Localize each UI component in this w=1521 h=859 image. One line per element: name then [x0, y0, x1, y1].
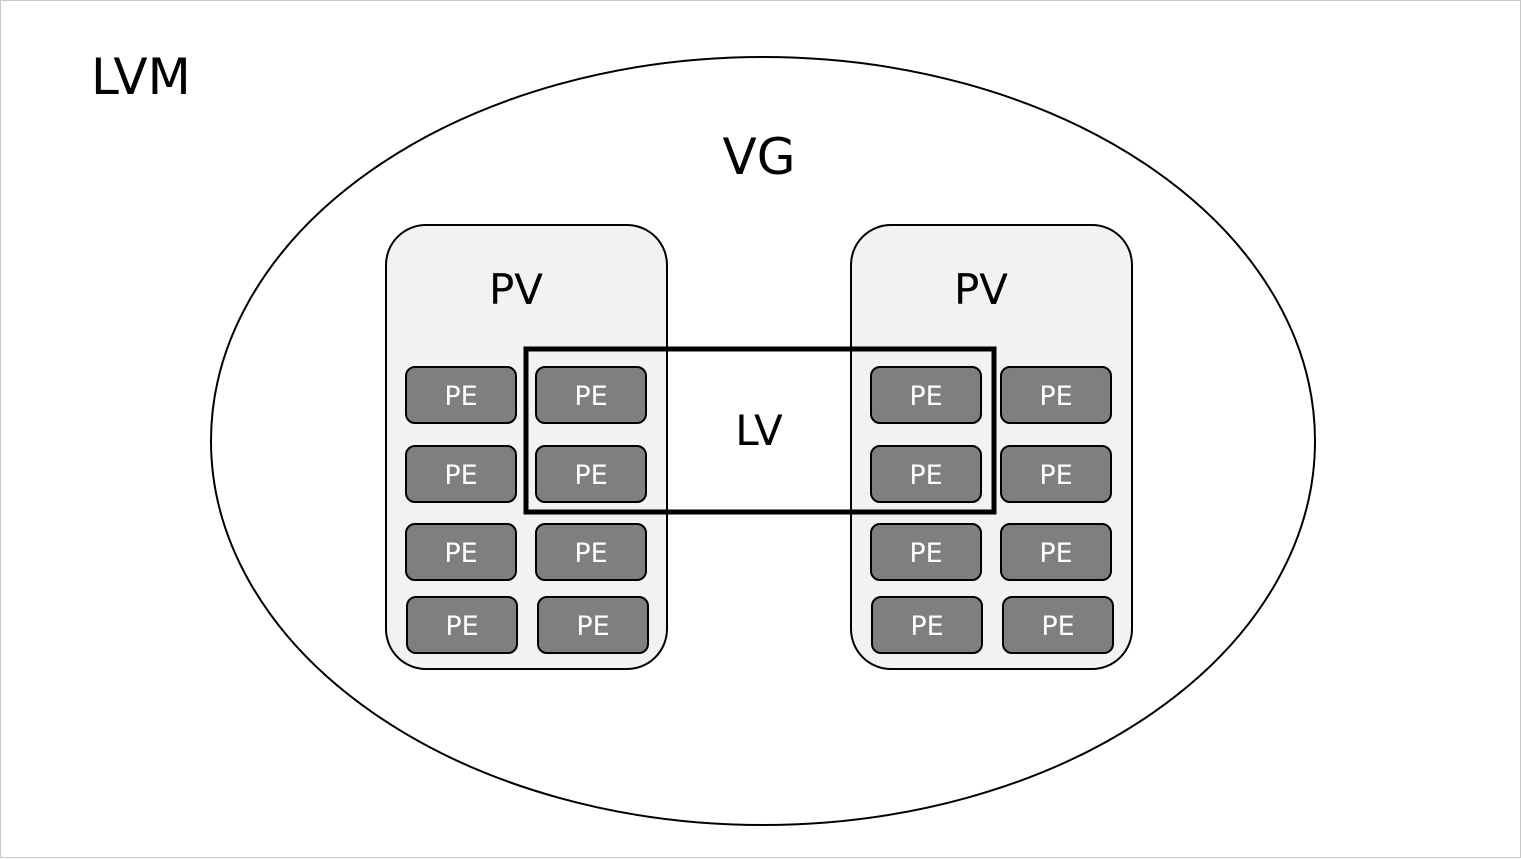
- pe-block: PE: [405, 445, 517, 503]
- lvm-title: LVM: [91, 48, 191, 106]
- pe-block: PE: [535, 523, 647, 581]
- pv-label: PV: [954, 265, 1008, 314]
- pe-rect: [405, 366, 517, 424]
- pe-rect: [535, 523, 647, 581]
- pe-label: PE: [1039, 538, 1072, 569]
- pe-rect: [1000, 523, 1112, 581]
- pe-label: PE: [574, 538, 607, 569]
- pe-rect: [535, 366, 647, 424]
- pe-label: PE: [1039, 460, 1072, 491]
- pe-block: PE: [870, 523, 982, 581]
- pe-label: PE: [1041, 611, 1074, 642]
- pe-rect: [405, 445, 517, 503]
- pe-rect: [1000, 366, 1112, 424]
- pe-block: PE: [535, 366, 647, 424]
- pe-block: PE: [871, 596, 983, 654]
- pe-block: PE: [1000, 366, 1112, 424]
- pe-rect: [870, 523, 982, 581]
- pv-label: PV: [489, 265, 543, 314]
- pe-label: PE: [574, 460, 607, 491]
- pe-label: PE: [444, 460, 477, 491]
- pe-label: PE: [910, 611, 943, 642]
- pe-block: PE: [1002, 596, 1114, 654]
- pe-label: PE: [576, 611, 609, 642]
- lv-outline: [523, 346, 997, 515]
- pe-rect: [405, 523, 517, 581]
- pe-block: PE: [405, 523, 517, 581]
- pe-block: PE: [870, 366, 982, 424]
- lv-label: LV: [735, 406, 783, 455]
- pe-block: PE: [1000, 445, 1112, 503]
- pe-label: PE: [909, 381, 942, 412]
- pe-label: PE: [909, 460, 942, 491]
- pe-block: PE: [537, 596, 649, 654]
- pe-label: PE: [574, 381, 607, 412]
- pe-rect: [1000, 445, 1112, 503]
- pe-rect: [537, 596, 649, 654]
- pe-label: PE: [1039, 381, 1072, 412]
- pe-rect: [1002, 596, 1114, 654]
- pe-block: PE: [1000, 523, 1112, 581]
- pe-layer: PE PE PE PE PE PE PE PE PE PE PE PE PE PE PE PE: [405, 366, 1114, 654]
- pe-rect: [870, 366, 982, 424]
- pe-rect: [406, 596, 518, 654]
- pe-label: PE: [909, 538, 942, 569]
- pe-block: PE: [535, 445, 647, 503]
- pe-rect: [870, 445, 982, 503]
- pe-block: PE: [870, 445, 982, 503]
- pe-rect: [871, 596, 983, 654]
- pe-rect: [535, 445, 647, 503]
- pe-label: PE: [444, 538, 477, 569]
- vg-label: VG: [723, 128, 796, 186]
- pe-block: PE: [406, 596, 518, 654]
- pe-block: PE: [405, 366, 517, 424]
- pe-label: PE: [445, 611, 478, 642]
- pe-label: PE: [444, 381, 477, 412]
